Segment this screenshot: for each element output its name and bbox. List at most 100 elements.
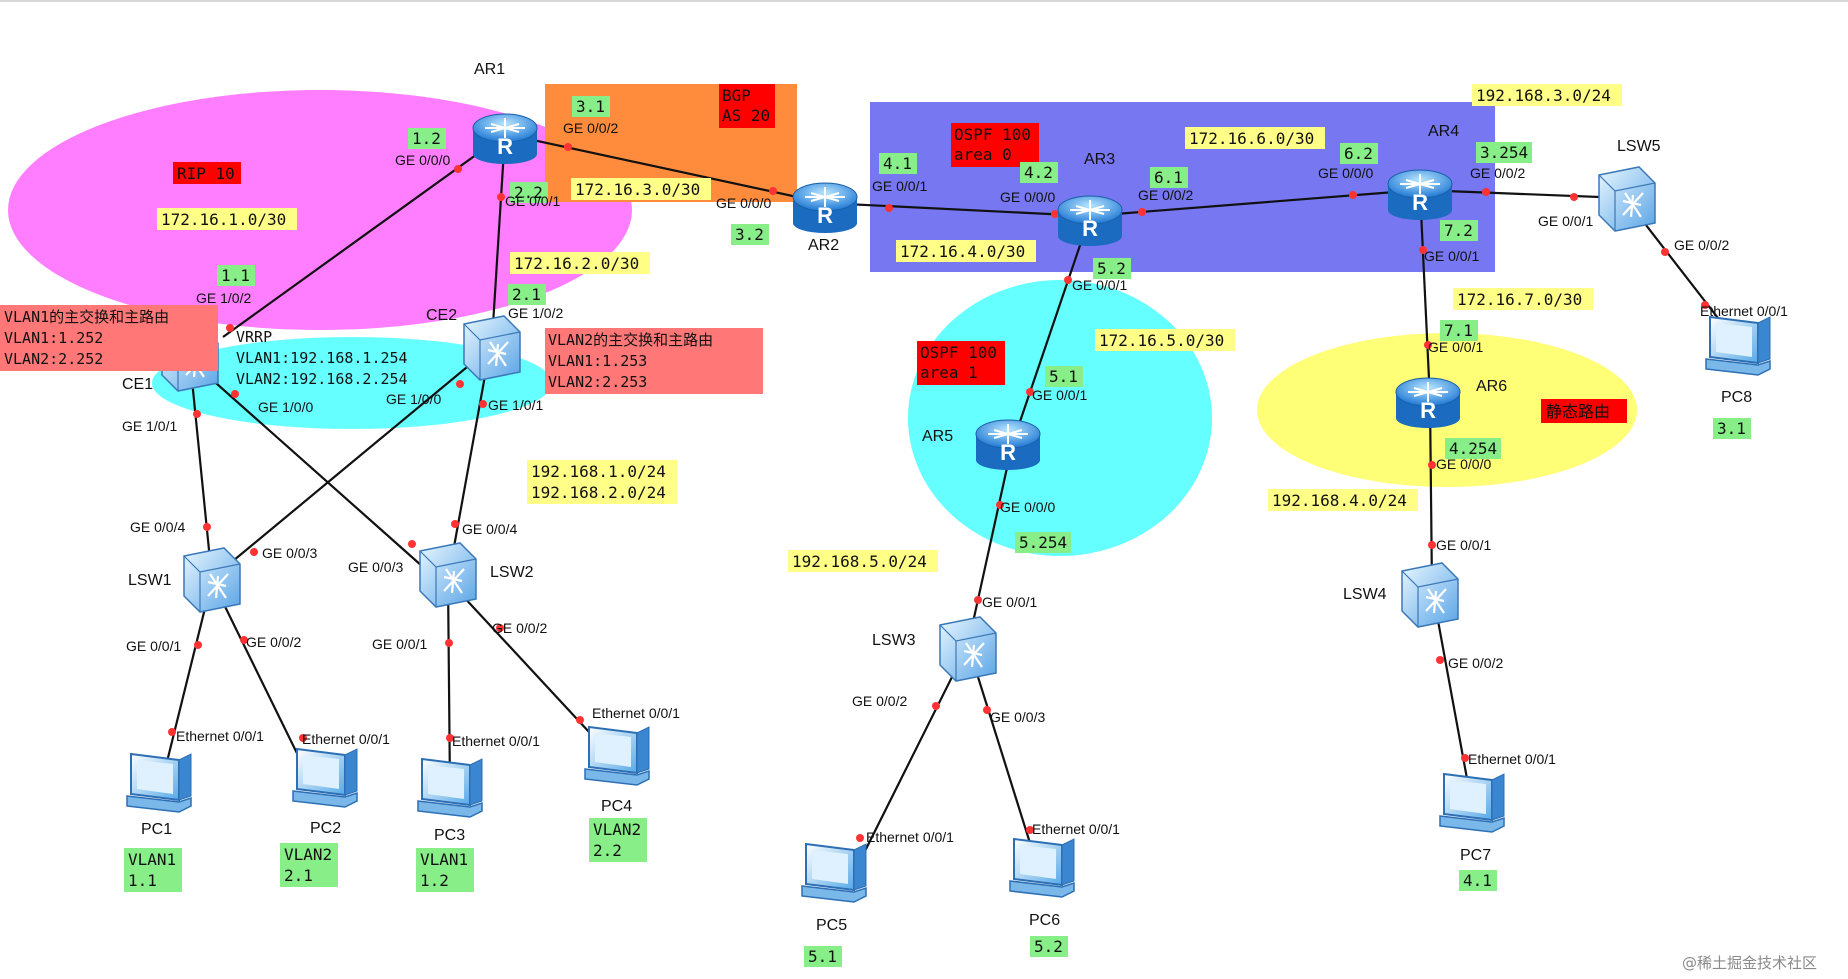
device-name-ar4: AR4 [1428,123,1459,140]
router-ar4-icon[interactable] [1387,169,1453,221]
lsw1-ge003-label: GE 0/0/3 [262,545,317,561]
address-4-2: 4.2 [1024,163,1053,182]
pc8-icon[interactable] [1705,316,1771,376]
core-switch-ce2-icon[interactable] [462,314,522,382]
address-box [731,224,769,245]
port-dot [1138,208,1146,216]
address-box [408,128,446,149]
address-box [510,182,548,203]
pc2-icon[interactable] [292,748,358,808]
port-dot [456,380,464,388]
link-ar3-ar5 [1010,215,1092,446]
address-7-1: 7.1 [1444,321,1473,340]
device-name-pc4: PC4 [601,798,632,815]
address-box [1445,438,1501,459]
device-name-ce2: CE2 [426,307,457,324]
ar3-ge002-label: GE 0/0/2 [1138,187,1193,203]
ar4-ge000-label: GE 0/0/0 [1318,165,1373,181]
subnet-192-168-1: 192.168.1.0/24 [531,462,666,481]
ar1-ge000-label: GE 0/0/0 [395,152,450,168]
lsw1-ge001-label: GE 0/0/1 [126,638,181,654]
lsw3-ge003-label: GE 0/0/3 [990,709,1045,725]
ce2-ge101-label: GE 1/0/1 [488,397,543,413]
switch-lsw5-icon[interactable] [1597,165,1657,233]
switch-lsw4-icon[interactable] [1400,561,1460,629]
router-ar2-icon[interactable] [792,182,858,234]
ce1-note-vlan1: VLAN1:1.252 [4,329,103,347]
ar1-ge002-label: GE 0/0/2 [563,120,618,136]
port-dot [451,520,459,528]
address-box [1476,142,1532,163]
switch-lsw3-icon[interactable] [938,615,998,683]
subnet-192-168-3: 192.168.3.0/24 [1476,86,1611,105]
port-dot [769,187,777,195]
pc4-icon[interactable] [584,726,650,786]
ospf-area1-label: OSPF 100 [920,343,997,362]
router-ar3-icon[interactable] [1057,195,1123,247]
bgp-label: BGP [722,86,751,105]
lsw3-ge001-label: GE 0/0/1 [982,594,1037,610]
ce2-ge100-label: GE 1/0/0 [386,391,441,407]
subnet-box [157,208,297,230]
pc5-eth-label: Ethernet 0/0/1 [866,829,954,845]
address-1-2: 1.2 [412,129,441,148]
port-dot [1051,210,1059,218]
device-name-lsw4: LSW4 [1343,586,1387,603]
vrrp-area [152,337,552,429]
lsw5-ge001-label: GE 0/0/1 [1538,213,1593,229]
router-ar5-icon[interactable] [975,419,1041,471]
pc6-address: 5.2 [1034,937,1063,956]
device-name-pc1: PC1 [141,821,172,838]
ospf-area0-label-box [951,123,1039,167]
port-dot [168,728,176,736]
lsw2-ge004-label: GE 0/0/4 [462,521,517,537]
ce1-note-title: VLAN1的主交换和主路由 [4,308,169,326]
subnet-192-168-4: 192.168.4.0/24 [1272,491,1407,510]
port-dot [454,165,462,173]
watermark: @稀土掘金技术社区 [1682,954,1817,972]
subnet-box [788,550,938,572]
pc3-icon[interactable] [417,758,483,818]
pc6-icon[interactable] [1009,838,1075,898]
ar6-ge001-label: GE 0/0/1 [1428,339,1483,355]
pc5-icon[interactable] [801,843,867,903]
router-ar1-icon[interactable] [472,113,538,165]
address-box [1015,532,1071,553]
port-dot [974,596,982,604]
rip-label-box [173,162,241,184]
lsw4-ge002-label: GE 0/0/2 [1448,655,1503,671]
port-dot [1349,191,1357,199]
address-5-254: 5.254 [1019,533,1067,552]
port-dot [226,324,234,332]
ce2-note-vlan1: VLAN1:1.253 [548,352,647,370]
switch-lsw1-icon[interactable] [182,546,242,614]
address-5-1: 5.1 [1049,367,1078,386]
port-dot [1701,301,1709,309]
pc1-icon[interactable] [126,753,192,813]
lsw3-ge002-label: GE 0/0/2 [852,693,907,709]
ospf-area1-label-box [917,341,1005,385]
ce2-note-title: VLAN2的主交换和主路由 [548,331,713,349]
ce2-note-vlan2: VLAN2:2.253 [548,373,647,391]
address-3-254: 3.254 [1480,143,1528,162]
ar3-ge000-label: GE 0/0/0 [1000,189,1055,205]
pc7-icon[interactable] [1439,773,1505,833]
switch-lsw2-icon[interactable] [418,541,478,609]
address-4-1: 4.1 [883,154,912,173]
address-3-1: 3.1 [576,97,605,116]
router-ar6-icon[interactable] [1395,377,1461,429]
address-box [1020,162,1058,183]
pc1-label-box [124,848,182,892]
port-dot [932,702,940,710]
address-labels: 1.2 2.2 3.1 3.2 4.1 4.2 6.1 6.2 3.254 7.… [124,96,1751,967]
subnet-172-16-7: 172.16.7.0/30 [1457,290,1582,309]
port-dot [240,636,248,644]
address-box [1459,870,1497,891]
address-6-2: 6.2 [1344,144,1373,163]
vrrp-vlan2: VLAN2:192.168.2.254 [236,370,408,388]
device-name-ar1: AR1 [474,61,505,78]
subnet-box [1472,84,1622,106]
lsw1-ge004-label: GE 0/0/4 [130,519,185,535]
port-dot [856,834,864,842]
ospf-area1-region [908,280,1212,556]
